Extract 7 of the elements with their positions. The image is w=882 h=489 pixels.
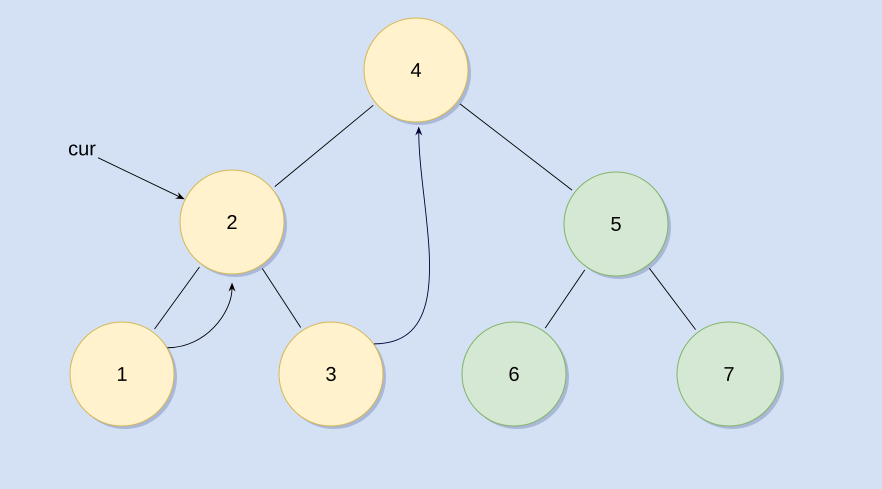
pointer-label: cur	[68, 144, 96, 156]
tree-edge	[262, 268, 302, 328]
tree-edge	[544, 269, 586, 329]
tree-edge	[460, 103, 572, 191]
tree-edge	[154, 266, 200, 330]
tree-edge	[648, 268, 696, 330]
tree-edge	[274, 104, 374, 188]
